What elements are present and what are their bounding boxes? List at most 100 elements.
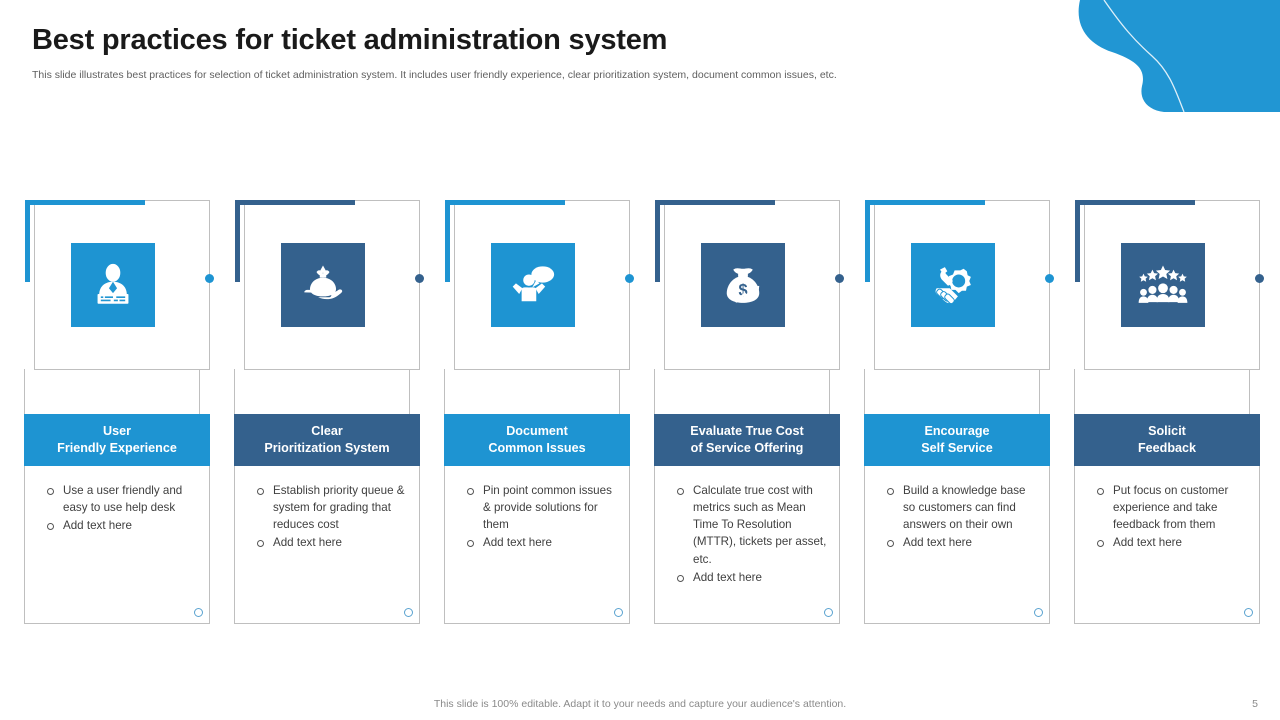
accent-bar-left	[235, 200, 240, 282]
connector-node-dot	[1045, 274, 1054, 283]
practice-card-title: Evaluate True Cost of Service Offering	[654, 414, 840, 466]
practice-title-line-1: Encourage	[924, 424, 990, 438]
practice-title-line-1: User	[102, 424, 131, 438]
accent-bar-left	[1075, 200, 1080, 282]
icon-frame	[25, 200, 214, 370]
practice-bullet-list: Pin point common issues & provide soluti…	[445, 466, 629, 552]
page-number: 5	[1252, 698, 1258, 710]
footer-note: This slide is 100% editable. Adapt it to…	[433, 698, 847, 710]
accent-bar-top	[235, 200, 355, 205]
practice-bullet-list: Build a knowledge base so customers can …	[865, 466, 1049, 552]
practice-column: Encourage Self Service Build a knowledge…	[864, 200, 1054, 624]
practice-bullet-item: Build a knowledge base so customers can …	[887, 482, 1039, 533]
practice-title-line-2: Common Issues	[488, 441, 586, 455]
connector-node-dot	[1255, 274, 1264, 283]
practice-column: Clear Prioritization System Establish pr…	[234, 200, 424, 624]
money-bag-growth-arrow-icon: $	[726, 268, 760, 303]
practice-bullet-item: Add text here	[1097, 534, 1249, 551]
practice-bullet-item: Add text here	[257, 534, 409, 551]
card-corner-dot	[614, 608, 623, 617]
accent-bar-left	[445, 200, 450, 282]
connector-frame	[1074, 369, 1250, 415]
icon-tile[interactable]	[1121, 243, 1205, 327]
card-corner-dot	[824, 608, 833, 617]
practice-card-title: Encourage Self Service	[864, 414, 1050, 466]
practice-title-line-1: Evaluate True Cost	[690, 424, 804, 438]
accent-bar-top	[445, 200, 565, 205]
icon-tile[interactable]	[281, 243, 365, 327]
blue-organic-blob-decoration	[1078, 0, 1280, 112]
icon-frame	[1075, 200, 1264, 370]
accent-bar-left	[25, 200, 30, 282]
practice-title-line-2: Friendly Experience	[57, 441, 177, 455]
accent-bar-top	[1075, 200, 1195, 205]
practice-bullet-list: Calculate true cost with metrics such as…	[655, 466, 839, 586]
accent-bar-left	[655, 200, 660, 282]
connector-node-dot	[625, 274, 634, 283]
practice-column: Document Common Issues Pin point common …	[444, 200, 634, 624]
icon-frame: $	[655, 200, 844, 370]
practice-card-title: Document Common Issues	[444, 414, 630, 466]
icon-frame	[235, 200, 424, 370]
person-speech-bubble-icon	[512, 266, 555, 302]
connector-node-dot	[835, 274, 844, 283]
practice-bullet-item: Add text here	[47, 517, 199, 534]
icon-frame	[865, 200, 1054, 370]
icon-tile[interactable]	[491, 243, 575, 327]
accent-bar-top	[25, 200, 145, 205]
practice-bullet-list: Use a user friendly and easy to use help…	[25, 466, 209, 534]
icon-tile[interactable]	[71, 243, 155, 327]
connector-frame	[234, 369, 410, 415]
stars-people-rating-icon	[1138, 265, 1188, 303]
card-corner-dot	[1244, 608, 1253, 617]
practice-bullet-list: Put focus on customer experience and tak…	[1075, 466, 1259, 552]
practice-card-title: Solicit Feedback	[1074, 414, 1260, 466]
accent-bar-left	[865, 200, 870, 282]
practice-column: Solicit Feedback Put focus on customer e…	[1074, 200, 1264, 624]
page-title: Best practices for ticket administration…	[32, 24, 668, 56]
accent-bar-top	[865, 200, 985, 205]
practice-bullet-item: Add text here	[677, 569, 829, 586]
practice-column: User Friendly Experience Use a user frie…	[24, 200, 214, 624]
practice-title-line-1: Document	[506, 424, 568, 438]
connector-frame	[444, 369, 620, 415]
practice-title-line-2: of Service Offering	[690, 441, 804, 455]
practice-title-line-1: Clear	[311, 424, 343, 438]
practice-bullet-item: Use a user friendly and easy to use help…	[47, 482, 199, 516]
card-corner-dot	[194, 608, 203, 617]
practice-bullet-item: Pin point common issues & provide soluti…	[467, 482, 619, 533]
practice-card[interactable]: Solicit Feedback Put focus on customer e…	[1074, 414, 1260, 624]
connector-node-dot	[205, 274, 214, 283]
card-corner-dot	[404, 608, 413, 617]
practice-bullet-item: Put focus on customer experience and tak…	[1097, 482, 1249, 533]
practice-card[interactable]: User Friendly Experience Use a user frie…	[24, 414, 210, 624]
practice-title-line-2: Feedback	[1137, 441, 1197, 455]
hand-wrench-gear-icon	[935, 267, 971, 305]
practice-bullet-item: Add text here	[467, 534, 619, 551]
practice-bullet-item: Add text here	[887, 534, 1039, 551]
slide-header: Best practices for ticket administration…	[32, 24, 1042, 83]
accent-bar-top	[655, 200, 775, 205]
practice-card[interactable]: Document Common Issues Pin point common …	[444, 414, 630, 624]
icon-tile[interactable]: $	[701, 243, 785, 327]
practice-card-title: Clear Prioritization System	[234, 414, 420, 466]
practice-bullet-list: Establish priority queue & system for gr…	[235, 466, 419, 552]
blob-wave-line	[1103, 0, 1185, 112]
icon-frame	[445, 200, 634, 370]
practice-card-title: User Friendly Experience	[24, 414, 210, 466]
connector-frame	[24, 369, 200, 415]
practice-title-line-2: Self Service	[921, 441, 993, 455]
practice-title-line-2: Prioritization System	[264, 441, 390, 455]
practice-bullet-item: Calculate true cost with metrics such as…	[677, 482, 829, 568]
support-agent-icon	[97, 263, 129, 304]
icon-tile[interactable]	[911, 243, 995, 327]
practice-card[interactable]: Clear Prioritization System Establish pr…	[234, 414, 420, 624]
connector-node-dot	[415, 274, 424, 283]
practice-card[interactable]: Encourage Self Service Build a knowledge…	[864, 414, 1050, 624]
svg-text:$: $	[738, 282, 747, 300]
practice-bullet-item: Establish priority queue & system for gr…	[257, 482, 409, 533]
page-subtitle: This slide illustrates best practices fo…	[32, 69, 837, 82]
connector-frame	[864, 369, 1040, 415]
card-corner-dot	[1034, 608, 1043, 617]
practice-card[interactable]: Evaluate True Cost of Service Offering C…	[654, 414, 840, 624]
